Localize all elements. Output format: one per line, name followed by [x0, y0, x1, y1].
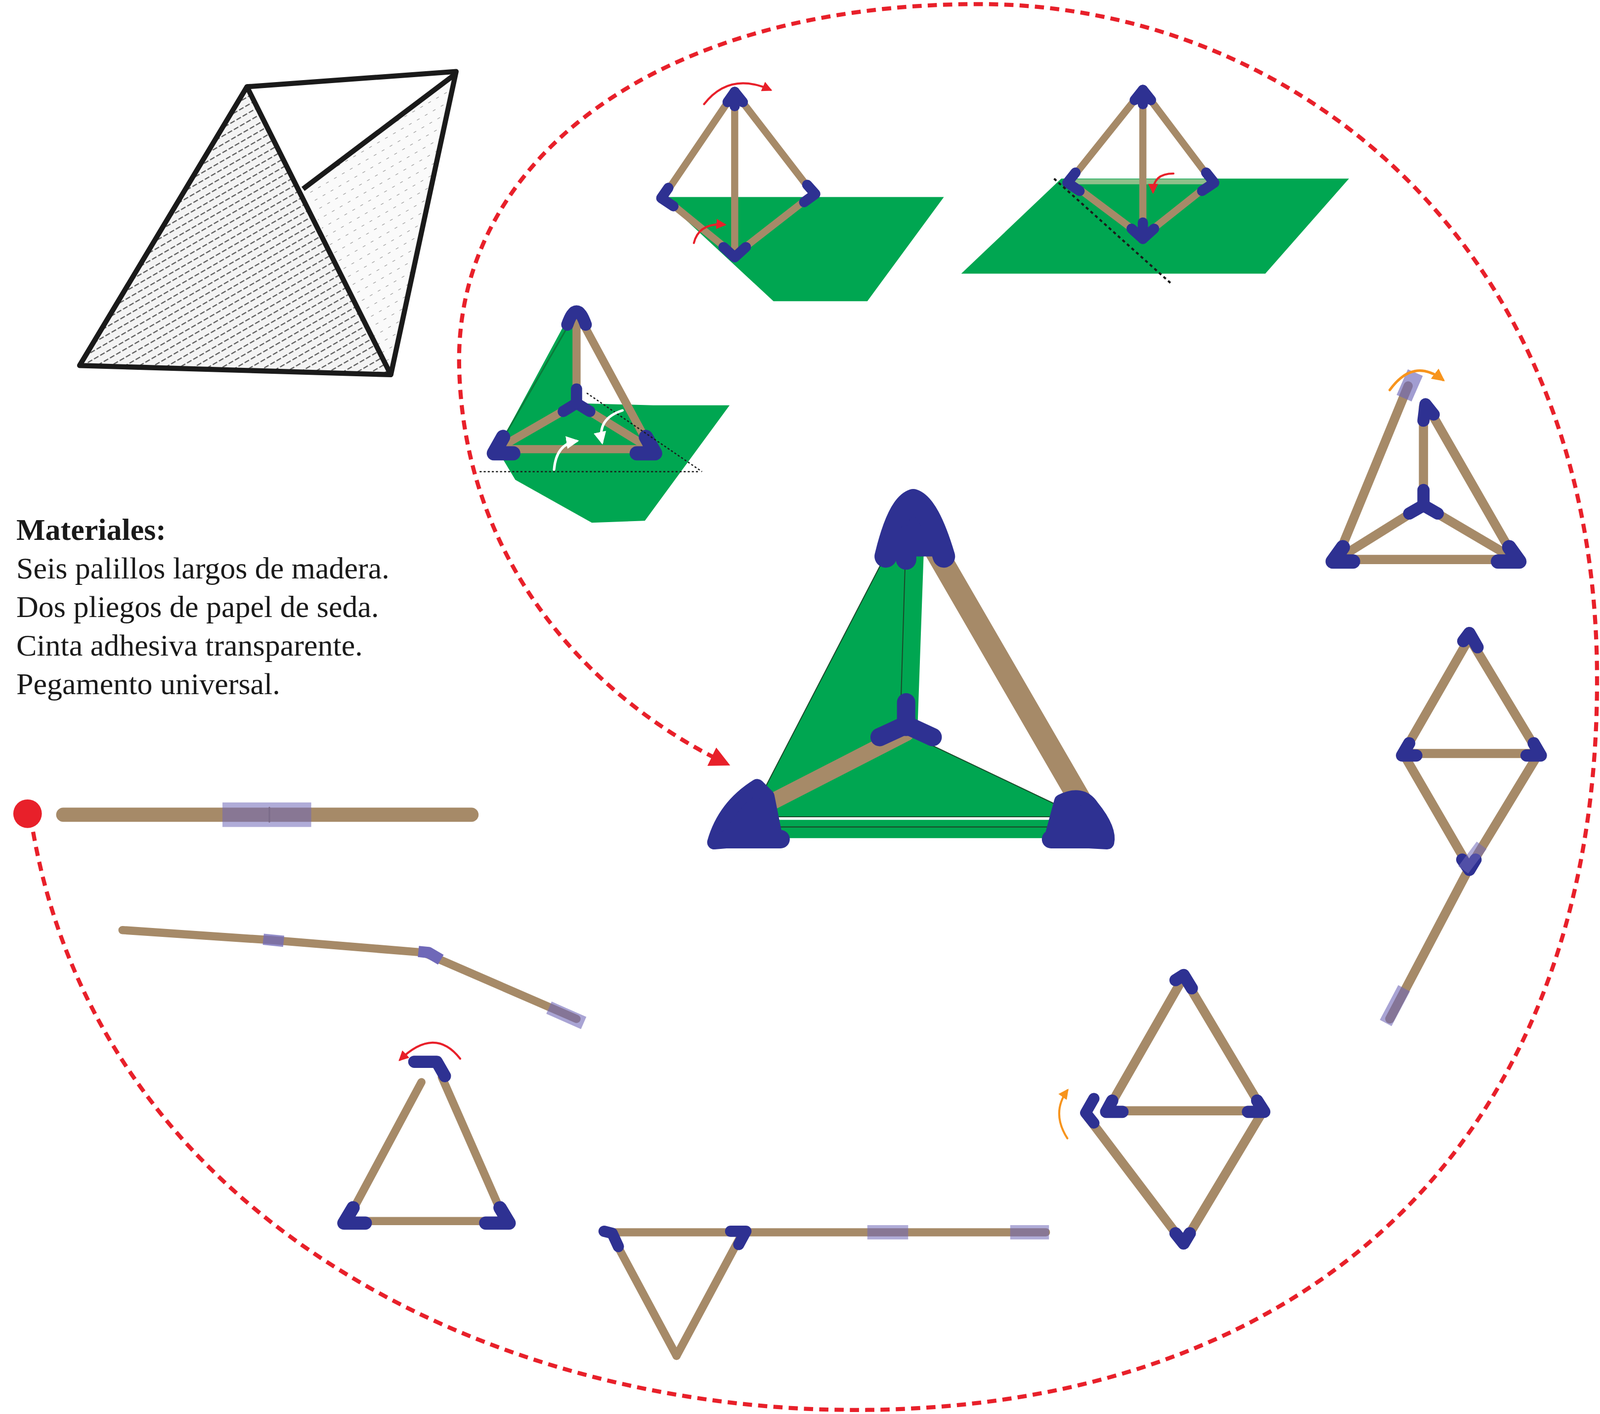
joined-sticks [63, 802, 472, 827]
pyramid-sketch [79, 71, 457, 375]
triangle-step [344, 1042, 510, 1223]
double-triangle [1059, 974, 1265, 1244]
paper-step-two [961, 89, 1349, 284]
paper-step-three [479, 311, 730, 523]
tetrahedron-frame [1332, 370, 1520, 562]
materials-list: Materiales:Seis palillos largos de mader… [16, 510, 390, 703]
list-item: Cinta adhesiva transparente. [16, 625, 390, 665]
list-item: Seis palillos largos de madera. [16, 548, 390, 588]
bent-sticks [122, 929, 584, 1023]
diamond-with-stick [1385, 632, 1541, 1023]
finished-kite-cell [714, 500, 1108, 843]
triangle-with-stick [604, 1224, 1049, 1356]
list-heading: Materiales: [16, 510, 390, 549]
list-item: Dos pliegos de papel de seda. [16, 587, 390, 626]
paper-step-one [661, 83, 945, 302]
sequence-path [13, 3, 1598, 1410]
list-item: Pegamento universal. [16, 664, 390, 703]
